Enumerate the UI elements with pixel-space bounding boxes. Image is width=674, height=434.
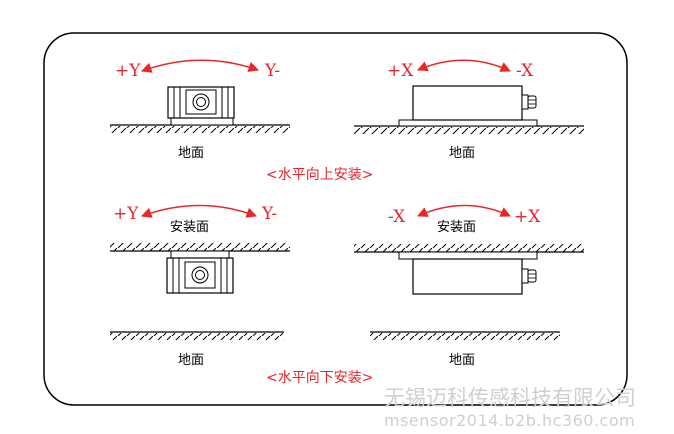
connector-icon: [521, 94, 529, 110]
rotation-arrow: [141, 59, 259, 73]
bottom-left-diagram: [110, 204, 290, 340]
ground-hatch: [110, 126, 290, 133]
axis-label-right: Y-: [265, 61, 281, 81]
mount-hatch: [354, 244, 584, 252]
watermark-company: 无锡迈科传感科技有限公司: [384, 386, 636, 410]
rotation-arrow: [141, 204, 257, 218]
sensor-base: [398, 119, 538, 127]
bottom-right-diagram: [354, 204, 584, 340]
top-left-diagram: [110, 59, 290, 133]
outer-frame: [43, 32, 628, 406]
axis-label-right: +X: [514, 207, 541, 227]
ground-hatch: [370, 333, 560, 340]
top-right-diagram: [354, 59, 584, 134]
sensor-body: [412, 85, 523, 121]
mount-face-label: 安装面: [170, 220, 210, 235]
mount-hatch: [110, 243, 290, 251]
connector-icon: [521, 268, 529, 284]
ground-hatch: [110, 333, 284, 340]
axis-label-left: -X: [388, 207, 406, 227]
axis-label-right: -X: [516, 61, 534, 81]
ground-label: 地面: [178, 353, 205, 368]
sensor-base: [398, 251, 538, 260]
axis-label-left: +X: [387, 61, 414, 81]
sensor-body: [412, 258, 523, 295]
rotation-arrow: [417, 204, 511, 217]
axis-label-left: +Y: [115, 61, 141, 81]
ground-label: 地面: [178, 146, 205, 161]
sensor-base: [170, 250, 230, 259]
ground-label: 地面: [449, 353, 476, 368]
mount-face-label: 安装面: [437, 220, 477, 235]
rotation-arrow: [417, 59, 511, 72]
ground-label: 地面: [449, 146, 476, 161]
watermark-url: msensor2014.b2b.hc360.com: [384, 411, 636, 430]
caption-horizontal-up: <水平向上安装>: [266, 167, 374, 183]
caption-horizontal-down: <水平向下安装>: [266, 370, 374, 386]
axis-label-left: +Y: [113, 204, 139, 224]
axis-label-right: Y-: [262, 204, 278, 224]
ground-hatch: [354, 127, 584, 134]
